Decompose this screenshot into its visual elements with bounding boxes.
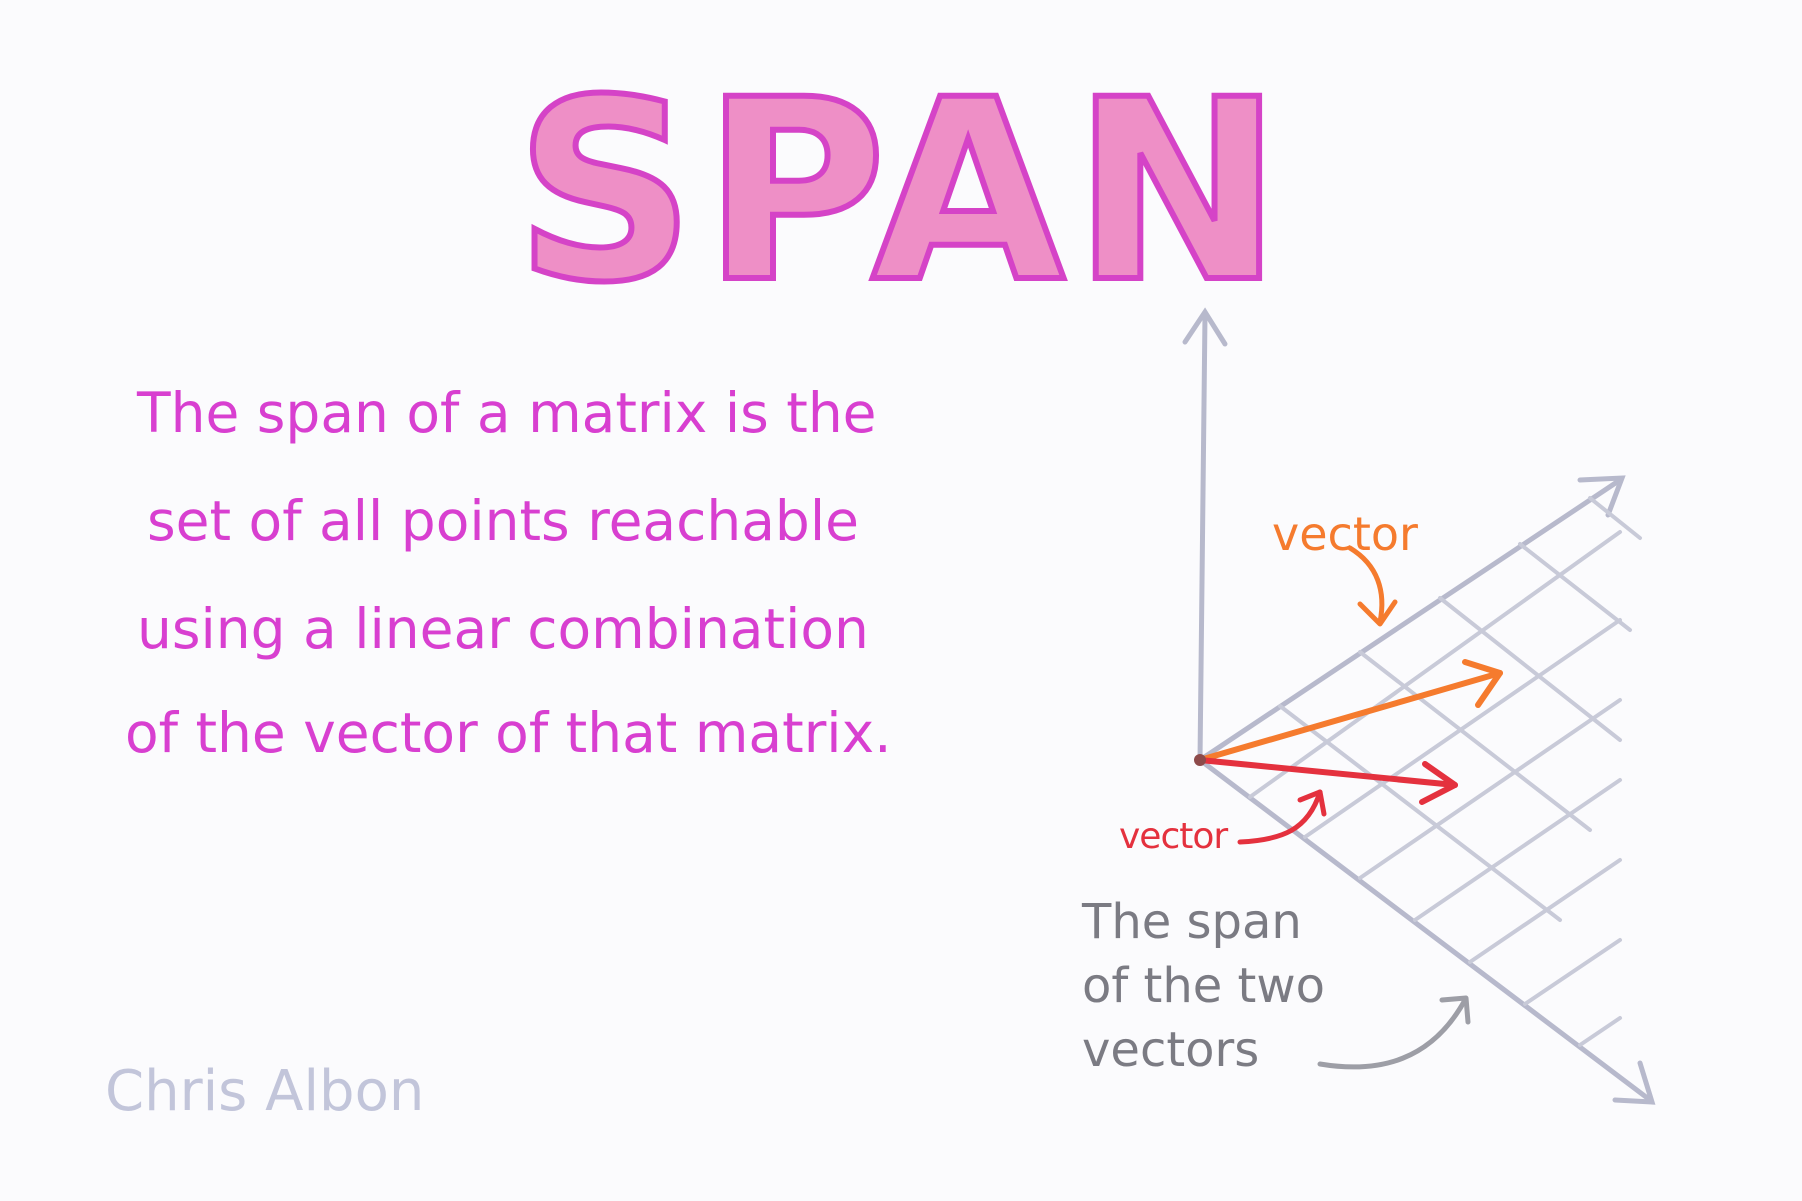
span-diagram — [1182, 307, 1656, 1105]
vector-arrow-orange — [1197, 659, 1503, 763]
caption-line-2: of the two — [1082, 958, 1325, 1014]
vector-label-bottom: vector — [1119, 816, 1228, 857]
lower-diagonal-axis — [1197, 757, 1656, 1105]
caption-pointer — [1317, 995, 1471, 1070]
vector-arrow-red — [1197, 757, 1458, 805]
origin-point — [1194, 754, 1206, 766]
caption-line-1: The span — [1082, 894, 1302, 950]
orange-label-pointer — [1347, 545, 1398, 627]
caption-line-3: vectors — [1082, 1022, 1260, 1078]
title-span: SPAN — [512, 46, 1291, 337]
definition-line-1: The span of a matrix is the — [137, 381, 877, 445]
vertical-axis — [1182, 307, 1228, 763]
upper-diagonal-axis — [1197, 475, 1626, 763]
span-caption: The span of the two vectors — [1082, 890, 1412, 1082]
definition-line-2: set of all points reachable — [147, 489, 859, 553]
definition-line-3: using a linear combination — [137, 597, 869, 661]
author-signature: Chris Albon — [105, 1059, 425, 1124]
definition-line-4: of the vector of that matrix. — [125, 701, 892, 765]
vector-label-top: vector — [1272, 507, 1418, 561]
red-label-pointer — [1237, 789, 1327, 845]
span-grid — [1248, 496, 1642, 1047]
